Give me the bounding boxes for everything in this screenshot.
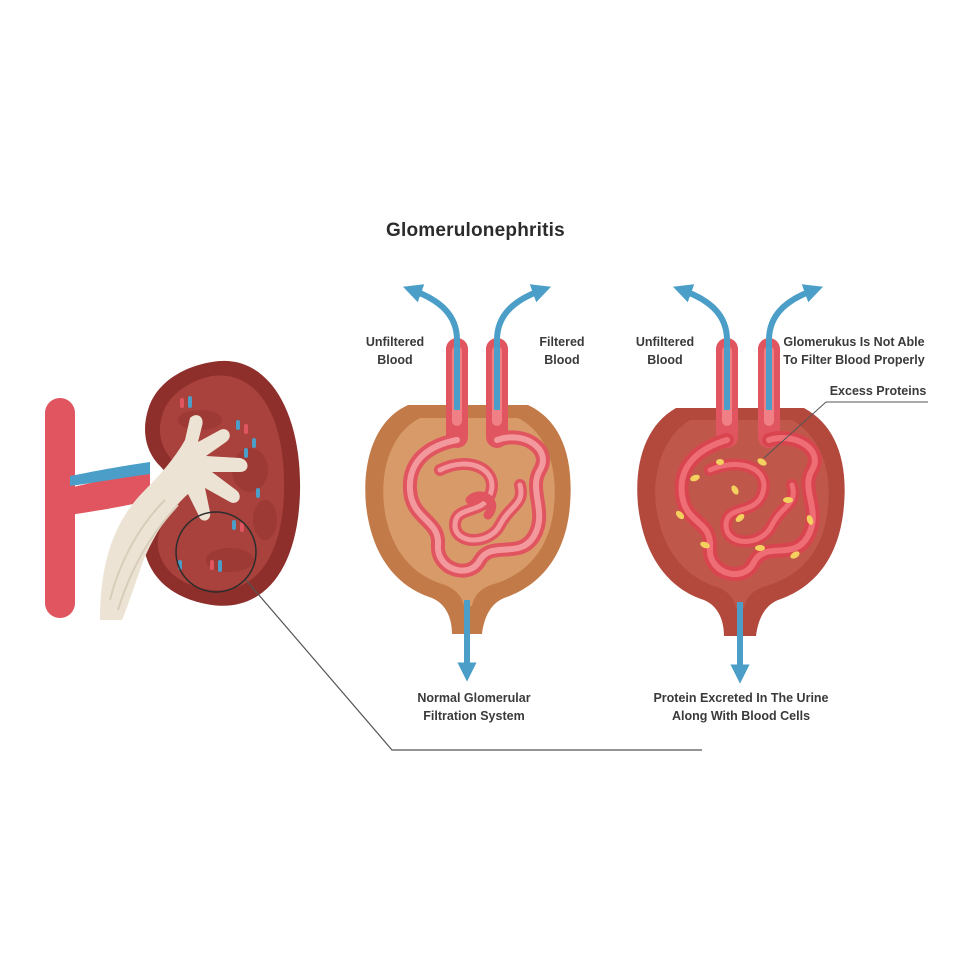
kidney-cross-section (45, 360, 702, 751)
nephron-markers (178, 396, 260, 572)
label-normal-filtered: Filtered Blood (530, 333, 594, 369)
label-line: Blood (647, 353, 683, 367)
diagram-title: Glomerulonephritis (386, 220, 565, 241)
label-diseased-unfiltered: Unfiltered Blood (630, 333, 700, 369)
arrow-unfiltered-in-diseased (672, 284, 730, 410)
label-line: Blood (377, 353, 413, 367)
label-line: Normal Glomerular (417, 691, 531, 705)
label-line: Filtered (539, 335, 585, 349)
label-diseased-not-able: Glomerukus Is Not Able To Filter Blood P… (776, 333, 932, 369)
label-line: Glomerukus Is Not Able (783, 335, 925, 349)
capillary-tuft-normal (402, 430, 550, 578)
arrow-unable-filter-out (766, 284, 824, 410)
arrow-filtered-out (494, 284, 552, 410)
label-line: Along With Blood Cells (671, 709, 811, 723)
label-line: Filtration System (423, 709, 525, 723)
label-line: Blood (544, 353, 580, 367)
magnifier-circle (175, 511, 257, 593)
diseased-glomerulus (637, 284, 928, 684)
arrow-unfiltered-in (402, 284, 460, 410)
label-normal-unfiltered: Unfiltered Blood (360, 333, 430, 369)
label-line: Unfiltered (635, 335, 695, 349)
label-diseased-bottom: Protein Excreted In The Urine Along With… (636, 689, 846, 725)
excess-proteins-leader (763, 401, 928, 459)
label-line: Unfiltered (365, 335, 425, 349)
label-excess-proteins: Excess Proteins (829, 384, 927, 398)
capillary-tuft-diseased (674, 431, 822, 582)
callout-leader-line (245, 579, 702, 751)
excess-protein-particles (675, 458, 814, 559)
renal-artery (45, 398, 150, 618)
label-line: To Filter Blood Properly (783, 353, 925, 367)
normal-glomerulus (365, 284, 571, 682)
label-line: Protein Excreted In The Urine (653, 691, 829, 705)
renal-pelvis (100, 415, 248, 620)
label-normal-bottom: Normal Glomerular Filtration System (398, 689, 550, 725)
